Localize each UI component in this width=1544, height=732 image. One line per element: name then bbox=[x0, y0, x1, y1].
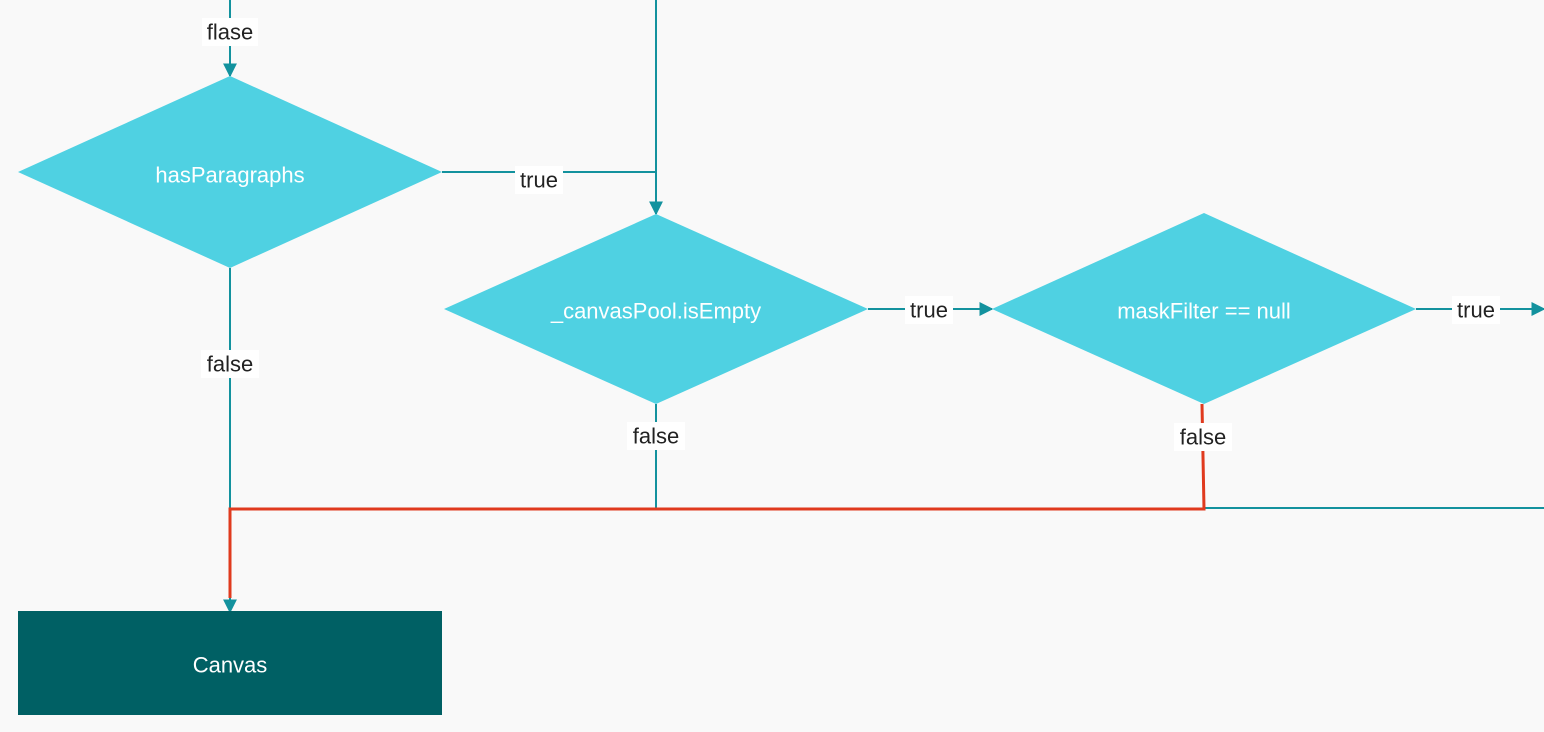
edge-label-top-flase: flase bbox=[202, 18, 258, 46]
decision-diamond bbox=[992, 213, 1416, 404]
edge-label-text: true bbox=[520, 168, 558, 193]
highlighted-path bbox=[228, 403, 1206, 598]
edge-label-has-paragraphs-true: true bbox=[515, 166, 563, 194]
node-canvas-pool-is-empty: _canvasPool.isEmpty bbox=[444, 214, 868, 404]
decision-diamond bbox=[18, 76, 442, 268]
node-label-canvas: Canvas bbox=[193, 653, 268, 678]
decision-diamond bbox=[444, 214, 868, 404]
edge-label-bg bbox=[515, 166, 563, 194]
edge-label-bg bbox=[905, 296, 953, 324]
node-label-has-paragraphs: hasParagraphs bbox=[155, 163, 304, 188]
edge-label-text: flase bbox=[207, 20, 253, 45]
edge-label-canvas-pool-false: false bbox=[627, 422, 685, 450]
terminal-box bbox=[18, 611, 442, 715]
edge-label-text: false bbox=[207, 352, 253, 377]
node-has-paragraphs: hasParagraphs bbox=[18, 76, 442, 268]
edge-label-canvas-pool-true: true bbox=[905, 296, 953, 324]
edge-label-mask-filter-true: true bbox=[1452, 296, 1500, 324]
edge-label-mask-filter-false: false bbox=[1174, 423, 1232, 451]
edge-label-text: false bbox=[1180, 425, 1226, 450]
node-mask-filter-null: maskFilter == null bbox=[992, 213, 1416, 404]
node-label-mask-filter-null: maskFilter == null bbox=[1117, 299, 1291, 324]
edge-label-text: true bbox=[910, 298, 948, 323]
edge-label-text: false bbox=[633, 424, 679, 449]
node-label-canvas-pool-is-empty: _canvasPool.isEmpty bbox=[550, 299, 761, 324]
edge-label-bg bbox=[1174, 423, 1232, 451]
edge-label-text: true bbox=[1457, 298, 1495, 323]
edge-label-bg bbox=[202, 18, 258, 46]
edge-label-has-paragraphs-false: false bbox=[201, 350, 259, 378]
node-canvas: Canvas bbox=[18, 611, 442, 715]
edge-label-bg bbox=[627, 422, 685, 450]
edge-label-bg bbox=[201, 350, 259, 378]
edge-label-bg bbox=[1452, 296, 1500, 324]
